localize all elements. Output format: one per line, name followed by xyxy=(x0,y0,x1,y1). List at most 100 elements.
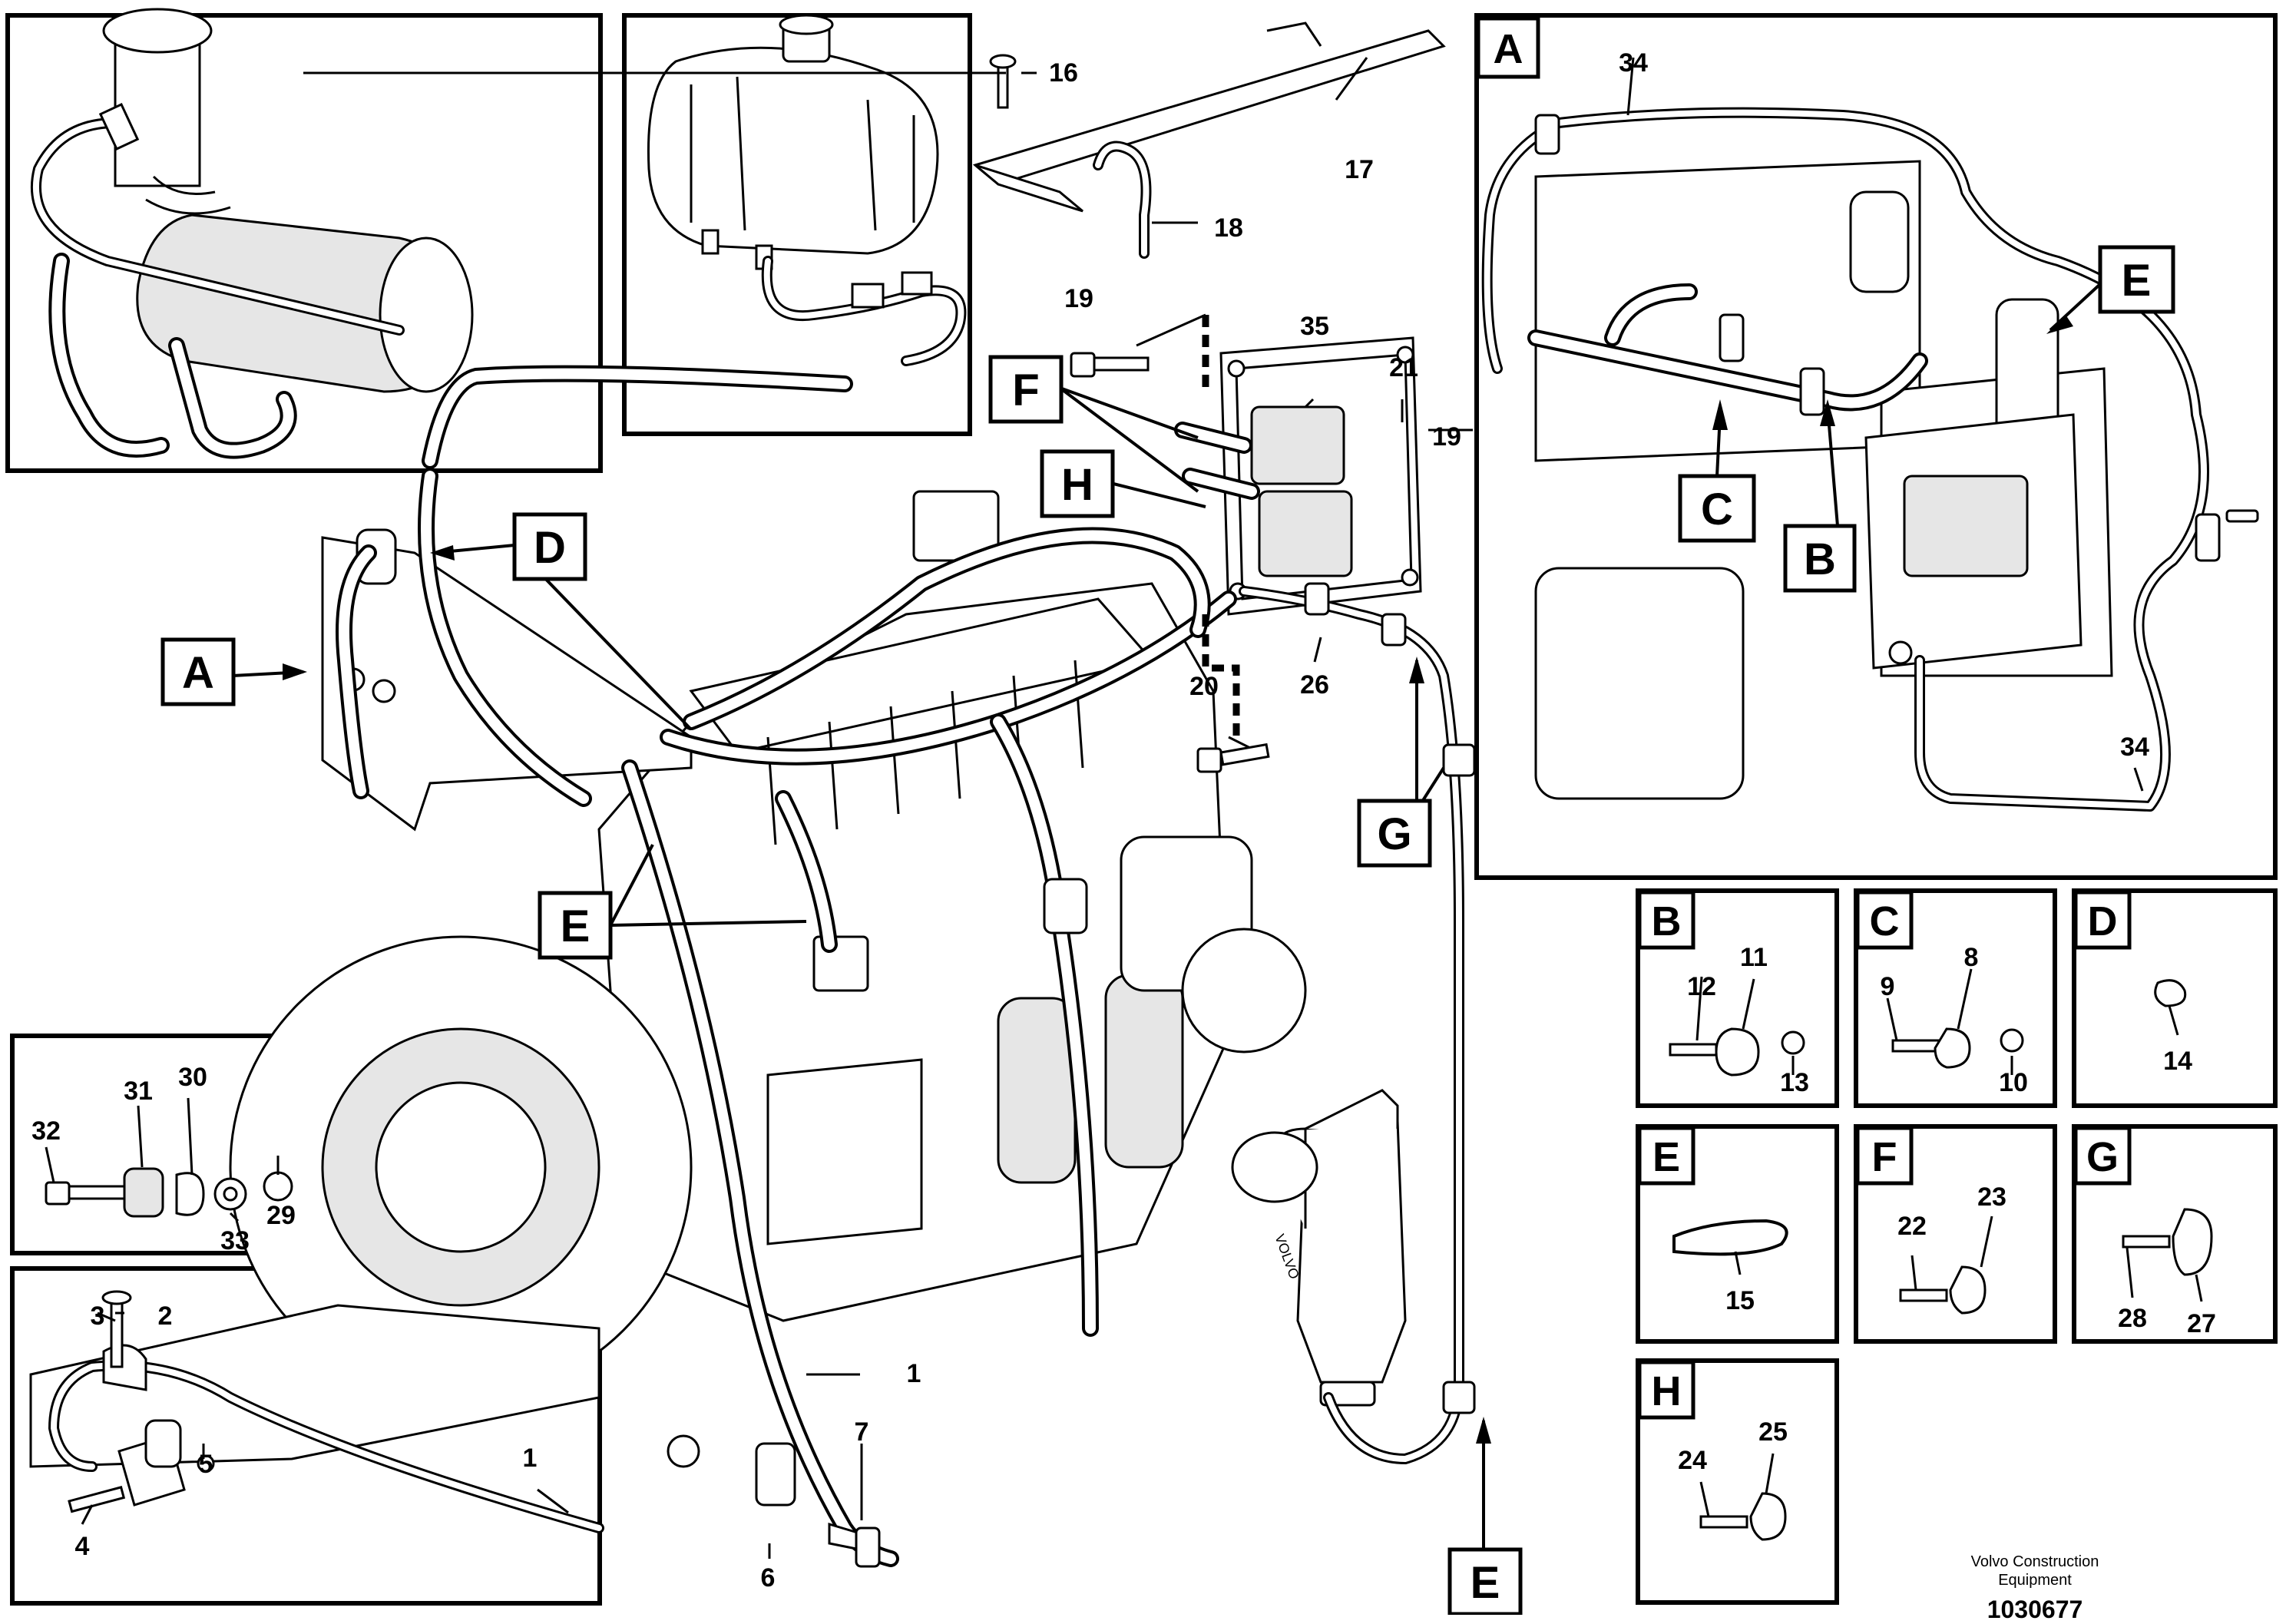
part-number-20: 20 xyxy=(1189,672,1219,701)
detail-d-parts xyxy=(2154,979,2187,1007)
detail-frame-d xyxy=(2072,888,2278,1108)
part-number-22: 22 xyxy=(1897,1212,1927,1241)
part-number-19-top: 19 xyxy=(1064,284,1093,313)
callout-c-detail: C xyxy=(1678,474,1756,543)
part-number-9: 9 xyxy=(1881,972,1895,1001)
part-number-25: 25 xyxy=(1758,1417,1788,1447)
svg-text:G: G xyxy=(1377,809,1411,859)
part-number-33: 33 xyxy=(220,1226,250,1255)
callout-d: D xyxy=(512,512,587,581)
part-number-17: 17 xyxy=(1345,155,1374,184)
detail-f-parts xyxy=(1899,1265,1987,1315)
callout-h: H xyxy=(1040,449,1115,518)
part-number-18: 18 xyxy=(1214,213,1243,243)
part-number-19-right: 19 xyxy=(1432,422,1461,451)
svg-text:B: B xyxy=(1652,898,1682,944)
callout-pointers xyxy=(232,283,2102,1555)
part-number-12: 12 xyxy=(1687,972,1716,1001)
part-number-6: 6 xyxy=(761,1563,776,1593)
credit-line-2: Equipment xyxy=(1998,1572,2072,1589)
svg-text:C: C xyxy=(1870,898,1900,944)
part-number-34-top: 34 xyxy=(1619,48,1648,78)
detail-frame-b xyxy=(1636,888,1839,1108)
part-number-23: 23 xyxy=(1977,1182,2006,1212)
svg-text:E: E xyxy=(2122,256,2152,306)
callout-a: A xyxy=(160,637,236,706)
part-number-labels: 1 1 2 3 4 5 6 7 8 9 10 11 12 13 14 15 16… xyxy=(31,48,2216,1593)
fuel-filter-illustration xyxy=(1231,1089,1407,1407)
svg-text:F: F xyxy=(1872,1134,1897,1180)
part-number-8: 8 xyxy=(1964,943,1979,972)
bolt-19 xyxy=(1070,352,1150,378)
mounting-plate-illustration xyxy=(321,528,693,832)
callout-g: G xyxy=(1357,799,1432,868)
engine-illustration xyxy=(229,582,1307,1468)
clamp-31-illustration xyxy=(45,1167,293,1218)
detail-c-parts xyxy=(1891,1027,2024,1069)
part-number-14: 14 xyxy=(2163,1047,2192,1076)
part-number-32: 32 xyxy=(31,1116,61,1146)
svg-text:D: D xyxy=(2088,898,2118,944)
part-number-4: 4 xyxy=(75,1532,90,1561)
ecu-mounting-line-lower xyxy=(1202,614,1240,741)
part-number-5: 5 xyxy=(199,1450,213,1479)
leader-lines xyxy=(45,57,2203,1559)
callout-b-detail: B xyxy=(1783,524,1857,593)
filter-brand-text: VOLVO xyxy=(1272,1232,1302,1282)
part-number-26: 26 xyxy=(1300,670,1329,700)
part-number-7: 7 xyxy=(855,1417,869,1447)
part-number-11: 11 xyxy=(1740,943,1768,972)
svg-text:A: A xyxy=(1494,26,1523,72)
part-number-1-inset: 1 xyxy=(523,1444,538,1473)
detail-b-parts xyxy=(1669,1027,1805,1077)
reference-number: 1030677 xyxy=(1987,1596,2083,1623)
svg-text:D: D xyxy=(534,523,566,573)
svg-text:H: H xyxy=(1061,460,1093,510)
detail-e-parts xyxy=(1672,1219,1788,1256)
detail-frame-a xyxy=(1474,13,2278,880)
part-number-28: 28 xyxy=(2118,1304,2147,1333)
detail-h-header: H xyxy=(1637,1360,1695,1420)
detail-b-header: B xyxy=(1637,890,1695,950)
ecu-illustration xyxy=(812,336,1422,992)
part-number-34-bottom: 34 xyxy=(2120,733,2149,762)
detail-e-header: E xyxy=(1637,1126,1695,1186)
part-number-10: 10 xyxy=(1999,1068,2028,1097)
air-filter-illustration xyxy=(30,8,474,459)
detail-g-parts xyxy=(2122,1208,2213,1276)
part-number-29: 29 xyxy=(266,1201,296,1230)
svg-text:E: E xyxy=(1471,1558,1500,1608)
clamp-1-illustration xyxy=(29,1290,604,1533)
detail-a-illustration xyxy=(1481,107,2259,812)
detail-frame-h xyxy=(1636,1358,1839,1605)
detail-frame-g xyxy=(2072,1124,2278,1344)
svg-text:E: E xyxy=(1652,1134,1680,1180)
detail-frame-e xyxy=(1636,1124,1839,1344)
detail-frame-c xyxy=(1854,888,2057,1108)
svg-text:B: B xyxy=(1804,534,1836,584)
detail-g-header: G xyxy=(2073,1126,2132,1186)
callout-a-detail: A xyxy=(1476,16,1540,79)
svg-text:F: F xyxy=(1012,365,1039,415)
svg-text:C: C xyxy=(1701,485,1733,534)
part-number-2: 2 xyxy=(158,1302,173,1331)
detail-f-header: F xyxy=(1855,1126,1914,1186)
clamp-1-mount xyxy=(755,1442,881,1568)
part-number-1-main: 1 xyxy=(907,1359,921,1388)
inset-frame-air-filter xyxy=(5,13,603,473)
detail-c-header: C xyxy=(1855,890,1914,950)
part-number-35: 35 xyxy=(1300,312,1329,341)
detail-d-header: D xyxy=(2073,890,2132,950)
part-number-3: 3 xyxy=(91,1302,105,1331)
detail-frame-f xyxy=(1854,1124,2057,1344)
bolt-19-line xyxy=(1136,313,1206,347)
svg-text:E: E xyxy=(561,901,591,951)
credit-line-1: Volvo Construction xyxy=(1970,1553,2099,1570)
part-number-31: 31 xyxy=(124,1077,153,1106)
detail-h-parts xyxy=(1699,1492,1787,1541)
svg-text:A: A xyxy=(182,648,214,698)
part-number-27: 27 xyxy=(2187,1309,2216,1338)
svg-text:H: H xyxy=(1652,1368,1682,1414)
bracket-17-illustration xyxy=(972,21,1446,259)
part-number-13: 13 xyxy=(1780,1068,1809,1097)
